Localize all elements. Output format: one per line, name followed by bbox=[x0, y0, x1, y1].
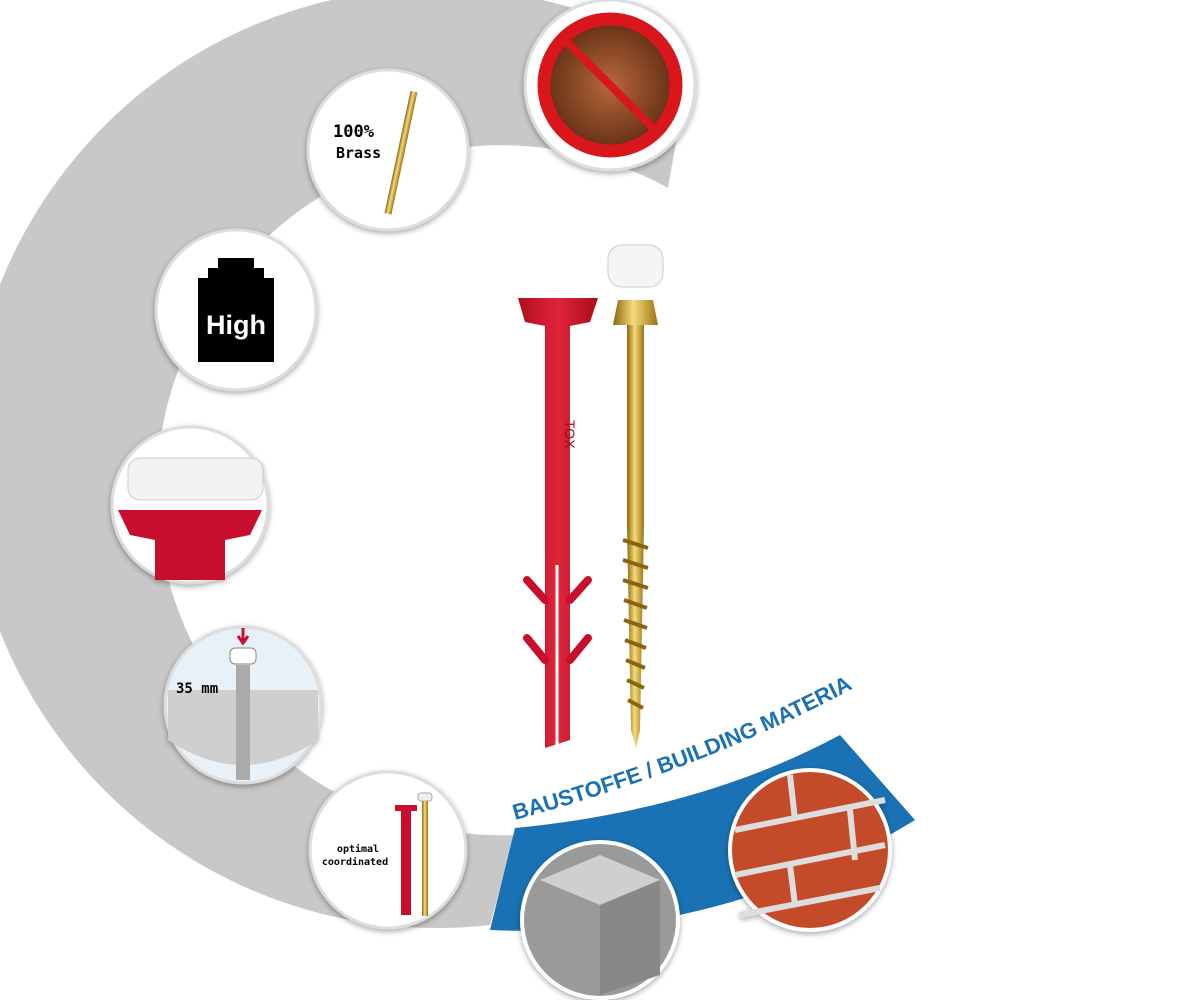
dowel-brand: TOX bbox=[562, 420, 578, 449]
feature-high-load: High bbox=[154, 228, 318, 392]
weight-icon bbox=[198, 258, 274, 362]
brass-percent: 100% bbox=[333, 122, 375, 142]
product-screw bbox=[607, 244, 664, 748]
coord-label-2: coordinated bbox=[322, 856, 388, 868]
arrow-down-icon bbox=[236, 628, 250, 646]
feature-rust-free bbox=[523, 0, 697, 172]
feature-cap bbox=[110, 425, 270, 585]
depth-label: 35 mm bbox=[176, 681, 218, 697]
feature-depth: 35 mm bbox=[163, 625, 323, 785]
feature-coordinated: optimal coordinated bbox=[308, 770, 468, 930]
material-concrete bbox=[520, 840, 680, 1000]
no-rust-icon bbox=[537, 12, 683, 158]
weight-label: High bbox=[206, 310, 266, 340]
brass-label: Brass bbox=[336, 144, 381, 162]
material-brick bbox=[728, 768, 892, 932]
product-dowel: TOX bbox=[518, 298, 598, 748]
cover-cap bbox=[607, 244, 664, 288]
feature-brass: 100% Brass bbox=[306, 68, 470, 232]
coord-label-1: optimal bbox=[337, 843, 379, 855]
